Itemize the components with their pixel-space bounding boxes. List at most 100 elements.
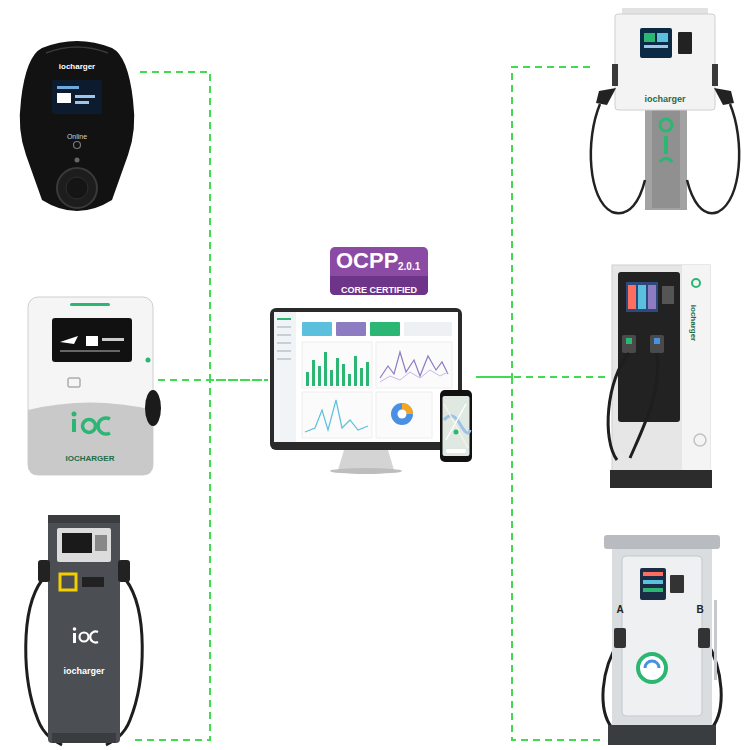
text-slot: IOCHARGER	[40, 447, 140, 465]
post-charger-part	[640, 28, 672, 58]
dc-charger-ab-part	[608, 725, 716, 745]
pedestal-charger-part	[73, 633, 76, 643]
dc-charger-tall-part	[692, 279, 700, 287]
monitor-part	[354, 356, 357, 386]
dc-charger-ab-part	[638, 654, 666, 682]
monitor-part	[370, 322, 400, 336]
post-charger-part	[644, 33, 655, 42]
wallbox-white	[28, 297, 161, 475]
text-slot: iocharger	[48, 660, 120, 678]
monitor-part	[324, 352, 327, 386]
wallbox-white-part	[83, 420, 96, 433]
pedestal-charger-part	[57, 528, 111, 562]
post-charger-part	[712, 64, 718, 86]
monitor-part	[270, 308, 462, 450]
dc-charger-tall-part	[650, 335, 664, 353]
post-charger-part	[596, 88, 616, 105]
wallbox-white-part	[68, 378, 80, 387]
pedestal-charger-part	[52, 733, 116, 743]
phone-part	[446, 449, 466, 453]
post-charger-part	[660, 119, 672, 131]
phone	[440, 390, 472, 462]
wallbox-white-part	[145, 390, 161, 426]
phone-part	[443, 396, 470, 456]
monitor-part	[330, 370, 333, 386]
monitor-node: OCPP2.0.1CORE CERTIFIED	[268, 245, 476, 477]
post-charger-part	[591, 104, 645, 213]
post-charger-part	[664, 136, 668, 154]
monitor-part	[330, 468, 402, 474]
wallbox-black	[20, 41, 134, 211]
pedestal-charger-part	[118, 560, 130, 582]
dc-charger-tall-part	[610, 470, 712, 488]
pedestal-charger-part	[48, 515, 120, 743]
monitor-part	[302, 392, 372, 438]
pedestal-charger-part	[80, 633, 89, 642]
monitor-part	[302, 322, 332, 336]
phone-part	[444, 404, 468, 448]
phone-part	[440, 390, 472, 462]
wallbox-white-part	[60, 336, 78, 344]
monitor-part	[277, 350, 291, 352]
pedestal-charger-part	[38, 560, 50, 582]
monitor-part	[348, 374, 351, 386]
wallbox-black-part	[66, 177, 88, 199]
dc-charger-node: AB	[600, 535, 720, 745]
text-slot: OCPP	[336, 249, 400, 273]
dc-charger-tall-part	[662, 286, 674, 304]
text-slot: iocharger	[687, 288, 705, 358]
badge-version: 2.0.1	[398, 261, 420, 272]
dc-charger-ab-part	[614, 628, 626, 648]
monitor-part	[277, 318, 291, 320]
post-charger	[591, 8, 739, 213]
dashed-link	[140, 72, 268, 380]
dc-charger-tall-part	[626, 338, 632, 344]
text-slot: A	[612, 599, 628, 617]
wallbox-node: IOCHARGER	[28, 295, 158, 475]
monitor-part	[336, 358, 339, 386]
pedestal-charger-part	[90, 632, 98, 643]
dc-charger-tall-part	[694, 434, 706, 446]
monitor-part	[404, 322, 452, 336]
status-label: Online	[67, 133, 87, 141]
wallbox-white-part	[52, 318, 132, 362]
post-charger-node: iocharger	[590, 10, 735, 215]
badge-title: OCPP	[336, 249, 398, 273]
wallbox-white-part	[72, 419, 76, 432]
monitor-part	[306, 372, 309, 386]
dashed-link	[476, 377, 600, 740]
monitor-part	[277, 342, 291, 344]
dc-charger-ab-part	[622, 556, 702, 716]
monitor-part	[360, 368, 363, 386]
wallbox-black-part	[75, 158, 80, 163]
monitor-part	[380, 370, 448, 382]
wallbox-white-part	[86, 336, 98, 346]
text-slot: B	[692, 599, 708, 617]
monitor-part	[302, 342, 372, 388]
dc-charger-tall-part	[618, 272, 680, 422]
dc-charger-tall-part	[654, 338, 660, 344]
dc-charger-ab-part	[670, 575, 684, 593]
dc-charger-tall-part	[682, 265, 710, 470]
dc-charger-ab-part	[604, 535, 720, 549]
dashed-link	[476, 376, 605, 378]
monitor-part	[274, 312, 458, 442]
pedestal-node: iocharger	[35, 510, 135, 745]
dc-charger-ab-part	[643, 588, 663, 592]
dc-charger-ab-part	[640, 568, 666, 600]
dc-charger-tall-part	[622, 335, 636, 353]
wallbox-white-part	[102, 338, 124, 341]
monitor-part	[366, 362, 369, 386]
brand-label: iocharger	[63, 667, 104, 677]
pedestal-charger-part	[60, 574, 76, 590]
text-slot: iocharger	[615, 88, 715, 106]
text-slot: iocharger	[37, 55, 117, 73]
wallbox-node: iochargerOnline	[15, 45, 140, 217]
connector-letter: B	[696, 604, 703, 615]
wallbox-black-part	[57, 93, 71, 103]
monitor-part	[391, 403, 413, 425]
monitor	[270, 308, 462, 474]
